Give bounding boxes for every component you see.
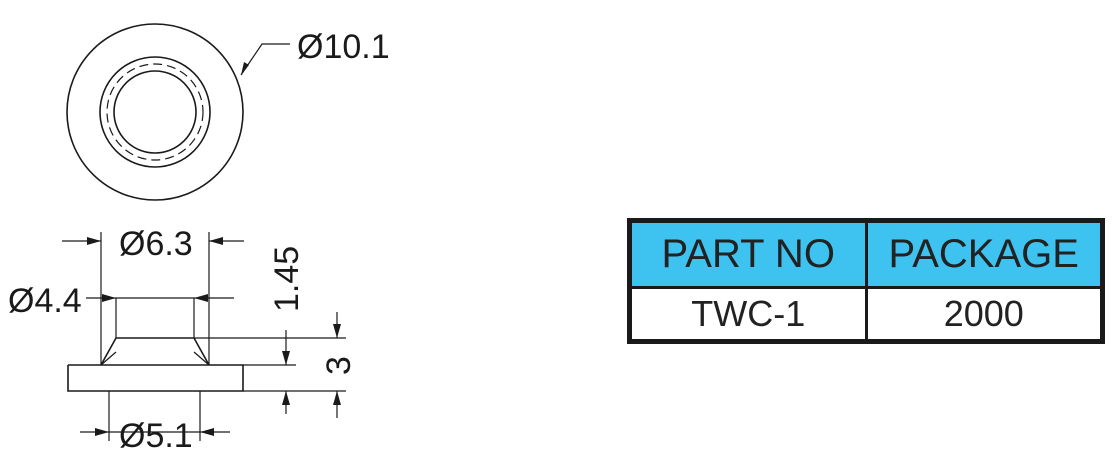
flange-height-label: 1.45 <box>268 246 306 312</box>
header-part-no: PART NO <box>628 219 868 289</box>
inner-diameter-arrow-left <box>102 294 116 302</box>
top-boss-edge-left <box>100 351 117 366</box>
total-height-label: 3 <box>320 356 358 375</box>
top-boss-outline <box>100 337 210 366</box>
top-diameter-arrow-right <box>209 237 223 245</box>
total-height-arrow-bottom <box>333 391 341 405</box>
top-boss-edge-right <box>193 351 210 366</box>
inner-diameter-label: Ø4.4 <box>8 282 82 320</box>
side-view: Ø6.3 Ø4.4 Ø5.1 1.45 3 <box>8 225 358 455</box>
cell-part-no: TWC-1 <box>628 285 868 344</box>
total-height-arrow-top <box>333 324 341 338</box>
top-diameter-arrow-left <box>87 237 101 245</box>
inner-circle-bore <box>113 70 197 154</box>
flange-height-arrow-top <box>282 351 290 365</box>
outer-diameter-leader <box>240 43 290 76</box>
cell-package: 2000 <box>864 285 1104 344</box>
inner-diameter-arrow-right <box>194 294 208 302</box>
top-diameter-label: Ø6.3 <box>119 225 193 263</box>
bottom-diameter-arrow-left <box>95 428 109 436</box>
flange-height-arrow-bottom <box>282 391 290 405</box>
outer-circle <box>66 23 244 201</box>
outer-diameter-label: Ø10.1 <box>297 28 390 66</box>
top-view: Ø10.1 <box>66 23 390 201</box>
base-flange-outline <box>67 364 244 392</box>
part-package-table: PART NO PACKAGE TWC-1 2000 <box>627 218 1105 344</box>
hidden-edge-circle <box>106 63 204 161</box>
header-package: PACKAGE <box>864 219 1104 289</box>
leader-arrowhead <box>241 62 249 75</box>
bottom-diameter-label: Ø5.1 <box>119 417 193 455</box>
bottom-diameter-arrow-right <box>200 428 214 436</box>
table-header-row: PART NO PACKAGE <box>628 219 1104 289</box>
table-row: TWC-1 2000 <box>628 285 1104 344</box>
inner-circle-outer <box>99 56 211 168</box>
